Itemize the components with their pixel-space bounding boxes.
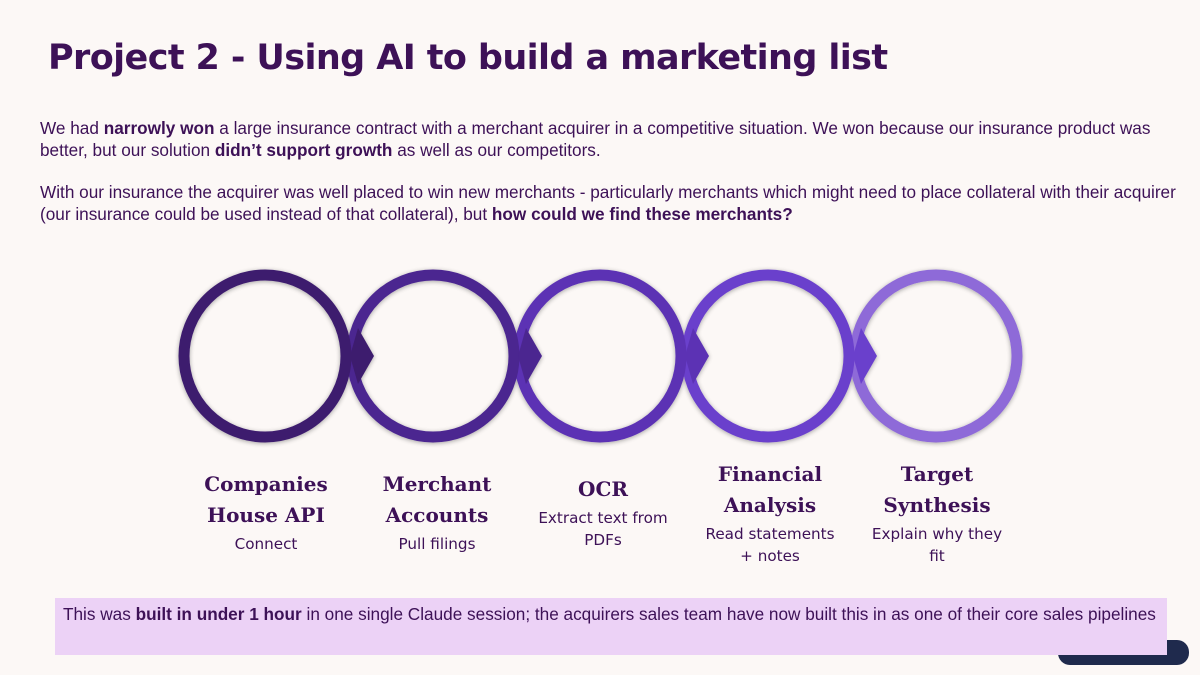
ring-5-circle: [849, 269, 1023, 443]
step-5-name-line-1: Target: [900, 462, 974, 486]
p1-text-2: a large insurance contract with a mercha…: [40, 118, 1151, 160]
ring-step-5: [849, 269, 1023, 443]
step-financial-analysis: Financial Analysis Read statements + not…: [685, 459, 855, 567]
step-4-name-line-2: Analysis: [723, 493, 817, 517]
ring-2-circle: [346, 269, 520, 443]
step-2-name-line-2: Accounts: [385, 503, 489, 527]
ring-4-arrow: [853, 328, 877, 384]
ring-1-arrow: [350, 328, 374, 384]
callout-text-2: in one single Claude session; the acquir…: [301, 604, 1156, 624]
p2-bold-1: how could we find these merchants?: [491, 203, 793, 224]
ring-3-arrow: [685, 328, 709, 384]
ring-step-4: [681, 269, 877, 443]
step-5-desc-line-1: Explain why they: [871, 525, 1003, 543]
step-3-desc-line-1: Extract text from: [538, 509, 668, 527]
step-4-name-line-1: Financial: [717, 462, 823, 486]
p1-bold-1: narrowly won: [103, 118, 215, 138]
p1-bold-2: didn’t support growth: [214, 139, 393, 160]
p2-text-1: With our insurance the acquirer was well…: [40, 182, 1176, 224]
p1-text-3: as well as our competitors.: [392, 139, 601, 160]
intro-paragraph-1: We had narrowly won a large insurance co…: [40, 118, 1190, 161]
ring-2-arrow: [518, 328, 542, 384]
intro-paragraph-2: With our insurance the acquirer was well…: [40, 182, 1190, 225]
p1-text-1: We had: [40, 118, 104, 138]
step-2-name-line-1: Merchant: [382, 472, 492, 496]
step-1-desc: Connect: [234, 535, 298, 553]
slide-title: Project 2 - Using AI to build a marketin…: [48, 38, 888, 78]
step-3-desc-line-2: PDFs: [584, 531, 622, 549]
callout-bold-1: built in under 1 hour: [135, 604, 302, 624]
ring-4-circle: [681, 269, 855, 443]
step-4-desc-line-1: Read statements: [705, 525, 835, 543]
step-companies-house-api: Companies House API Connect: [181, 469, 351, 555]
ring-1-circle: [178, 269, 352, 443]
step-2-desc: Pull filings: [398, 535, 476, 553]
ring-3-circle: [513, 269, 687, 443]
ring-step-3: [513, 269, 709, 443]
step-5-desc-line-2: fit: [929, 547, 945, 565]
step-5-name-line-2: Synthesis: [883, 493, 991, 517]
step-merchant-accounts: Merchant Accounts Pull filings: [352, 469, 522, 555]
step-3-name-line-1: OCR: [578, 477, 628, 501]
ring-step-2: [346, 269, 542, 443]
step-1-name-line-1: Companies: [204, 472, 328, 496]
step-1-name-line-2: House API: [207, 503, 325, 527]
callout-text-1: This was: [63, 604, 136, 624]
step-target-synthesis: Target Synthesis Explain why they fit: [852, 459, 1022, 567]
step-4-desc-line-2: + notes: [740, 547, 800, 565]
callout-box: This was built in under 1 hour in one si…: [55, 598, 1167, 655]
ring-step-1: [178, 269, 374, 443]
step-ocr: OCR Extract text from PDFs: [518, 474, 688, 551]
